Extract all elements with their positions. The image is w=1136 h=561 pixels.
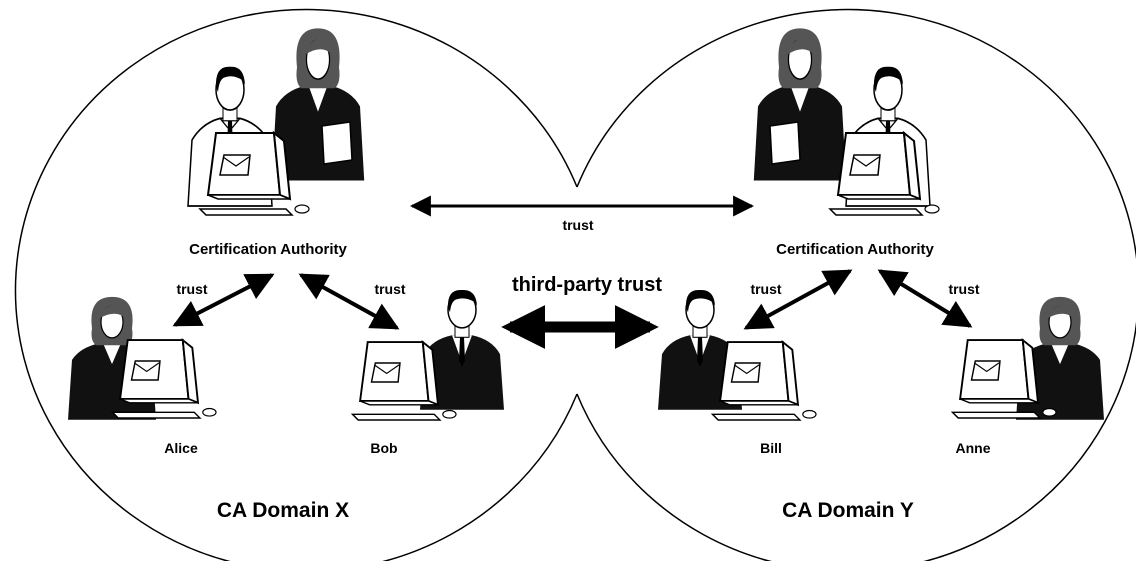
anne-trust-arrow: [877, 269, 973, 328]
bob-trust-arrow: [298, 273, 400, 330]
anne-icon: [951, 296, 1105, 421]
domain-y-label: CA Domain Y: [782, 499, 914, 522]
alice-trust-arrow: [172, 273, 275, 327]
domain-x-circle: [14, 8, 578, 561]
ca-left-label: Certification Authority: [189, 241, 347, 258]
ca-trust-label: trust: [562, 217, 594, 233]
bill-label: Bill: [760, 440, 782, 456]
bill-trust-arrow: [743, 269, 853, 330]
bob-label: Bob: [370, 440, 398, 456]
domain-x-label: CA Domain X: [216, 499, 350, 522]
bill-icon: [657, 289, 817, 421]
ca-right-label: Certification Authority: [776, 241, 934, 258]
bill-trust-label: trust: [750, 281, 782, 297]
anne-trust-label: trust: [948, 281, 980, 297]
alice-trust-label: trust: [176, 281, 208, 297]
bob-icon: [351, 289, 505, 421]
ca-left-icon: [187, 27, 365, 216]
third-party-trust-label: third-party trust: [512, 274, 662, 296]
ca-right-icon: [753, 27, 940, 216]
alice-label: Alice: [164, 440, 198, 456]
bob-trust-label: trust: [374, 281, 406, 297]
anne-label: Anne: [955, 440, 991, 456]
domain-y-circle: [576, 8, 1136, 561]
